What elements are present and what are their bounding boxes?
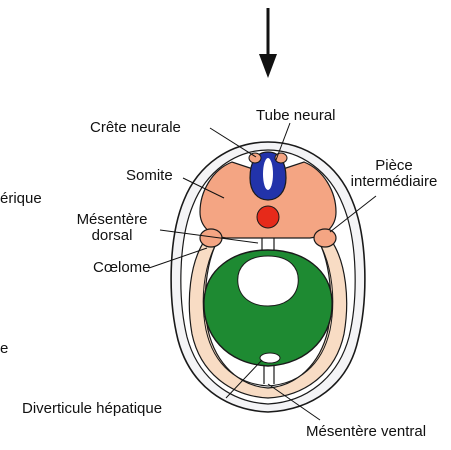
- label-diverticule-hepatique: Diverticule hépatique: [22, 401, 162, 417]
- label-cut-left-2: e: [0, 341, 8, 357]
- notochord: [257, 206, 279, 228]
- label-mesentere-dorsal-line2: dorsal: [62, 228, 162, 244]
- label-crete-neurale: Crête neurale: [90, 120, 181, 136]
- label-piece-line2: intermédiaire: [340, 174, 448, 190]
- neural-canal: [263, 158, 273, 190]
- label-piece-intermediaire: Pièce intermédiaire: [340, 158, 448, 190]
- label-mesentere-dorsal-line1: Mésentère: [62, 212, 162, 228]
- label-tube-neural: Tube neural: [256, 108, 336, 124]
- label-cut-left-1: érique: [0, 191, 42, 207]
- down-arrow-icon: [259, 8, 277, 78]
- hepatic-diverticulum: [260, 353, 280, 363]
- label-mesentere-ventral: Mésentère ventral: [306, 424, 426, 440]
- label-piece-line1: Pièce: [340, 158, 448, 174]
- intermediate-mesoderm-right: [314, 229, 336, 247]
- gut-lumen: [238, 256, 299, 306]
- neural-crest-left: [249, 153, 261, 163]
- label-somite: Somite: [126, 168, 173, 184]
- label-mesentere-dorsal: Mésentère dorsal: [62, 212, 162, 244]
- label-coelome: Cœlome: [93, 260, 151, 276]
